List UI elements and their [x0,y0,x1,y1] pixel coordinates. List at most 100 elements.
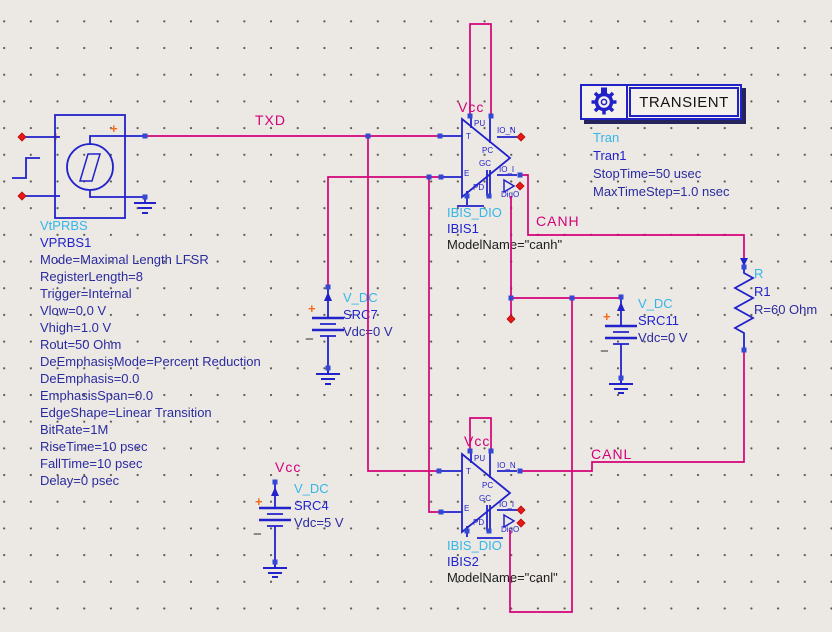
vprbs-param[interactable]: RegisterLength=8 [40,269,143,284]
component-src11-vdc[interactable] [605,297,637,394]
vprbs-param[interactable]: Vlow=0.0 V [40,303,107,318]
wire-canh-net[interactable] [520,174,745,267]
gear-icon [591,87,617,115]
ibis2-name[interactable]: IBIS2 [447,554,479,569]
transient-annotation[interactable]: Tran Tran1 StopTime=50 usec MaxTimeStep=… [593,129,729,201]
component-vprbs-source[interactable] [12,114,156,219]
src11-plus: + [603,309,611,324]
net-label-canh[interactable]: CANH [536,213,580,229]
vprbs-param[interactable]: Delay=0 psec [40,473,120,488]
vprbs-param[interactable]: RiseTime=10 psec [40,439,148,454]
vprbs-param[interactable]: Mode=Maximal Length LFSR [40,252,209,267]
ibis2-left-pins [439,470,462,513]
src4-annotation[interactable]: V_DC SRC4 Vdc=5 V [294,480,344,531]
ground-symbol [263,562,287,578]
src7-annotation[interactable]: V_DC SRC7 Vdc=0 V [343,289,393,340]
ibis2-pin-label-gc: GC [479,494,491,503]
ibis1-pin-label-pc: PC [482,146,494,155]
vprbs-param[interactable]: Rout=50 Ohm [40,337,122,352]
vprbs-annotation[interactable]: VtPRBS VPRBS1 Mode=Maximal Length LFSR R… [40,217,261,489]
transient-type[interactable]: Tran [593,130,620,145]
gear-key [601,87,607,95]
transient-controller-box[interactable]: TRANSIENT [580,84,742,120]
vprbs-body[interactable] [54,114,126,219]
r1-param[interactable]: R=60 Ohm [754,302,818,317]
src7-minus: − [305,331,314,348]
ground-symbol [134,202,156,214]
transient-param[interactable]: MaxTimeStep=1.0 nsec [593,184,730,199]
battery-short-plates [267,513,283,527]
wire-vcc-loop-ibis1[interactable] [469,23,492,115]
src11-param[interactable]: Vdc=0 V [638,330,688,345]
ibis1-pin-label-io-n: IO_N [497,126,516,135]
ibis1-pin-label-pu: PU [474,119,486,128]
plus-terminal-arrow [324,292,332,301]
ibis1-triangle[interactable] [461,117,512,199]
r1-annotation[interactable]: R R1 R=60 Ohm [754,265,817,319]
r1-name[interactable]: R1 [754,284,771,299]
ground-symbol [609,378,633,394]
wire-enable-net[interactable] [327,176,441,513]
ibis2-digo-triangle [503,513,516,529]
component-src4-vdc[interactable] [259,482,291,578]
vprbs-param[interactable]: Vhigh=1.0 V [40,320,112,335]
transient-param[interactable]: StopTime=50 usec [593,166,702,181]
vprbs-param[interactable]: EmphasisSpan=0.0 [40,388,154,403]
src4-name[interactable]: SRC4 [294,498,329,513]
ground-symbol [316,368,340,385]
wire-vcc-loop-ibis2[interactable] [469,417,492,450]
ibis1-name[interactable]: IBIS1 [447,221,479,236]
vprbs-param[interactable]: DeEmphasisMode=Percent Reduction [40,354,261,369]
vprbs-output-pin [89,135,145,145]
vprbs-param[interactable]: DeEmphasis=0.0 [40,371,140,386]
r1-type[interactable]: R [754,266,764,281]
component-src7-vdc[interactable] [312,287,344,385]
component-ibis2-buffer[interactable] [439,450,517,539]
ibis1-pin-label-t: T [466,132,471,141]
ibis1-annotation[interactable]: IBIS_DIO IBIS1 ModelName="canh" [447,205,562,253]
vprbs-type[interactable]: VtPRBS [40,218,88,233]
src4-plus: + [255,494,263,509]
vprbs-circle [66,143,114,191]
ibis2-pin-label-e: E [464,504,470,513]
battery-long-plates [259,506,291,522]
plus-terminal-arrow [617,302,625,311]
ibis2-annotation[interactable]: IBIS_DIO IBIS2 ModelName="canl" [447,538,558,586]
vprbs-param[interactable]: Trigger=Internal [40,286,132,301]
ibis2-triangle[interactable] [461,452,512,534]
src4-param[interactable]: Vdc=5 V [294,515,344,530]
wire-canl-net[interactable] [520,350,745,472]
vprbs-name[interactable]: VPRBS1 [40,235,92,250]
vprbs-ref-pin [89,190,146,203]
battery-short-plates [613,331,629,345]
vprbs-param[interactable]: BitRate=1M [40,422,109,437]
src11-name[interactable]: SRC11 [638,313,679,328]
src7-name[interactable]: SRC7 [343,307,378,322]
ibis2-io-pins [497,470,517,511]
src11-annotation[interactable]: V_DC SRC11 Vdc=0 V [638,295,688,346]
component-r1-resistor[interactable] [733,258,755,350]
src11-type[interactable]: V_DC [638,296,673,311]
component-ibis1-buffer[interactable] [440,115,517,207]
net-label-vcc-src4[interactable]: Vcc [275,459,302,475]
wire-txd-net[interactable] [145,135,440,472]
ibis1-type[interactable]: IBIS_DIO [447,205,502,220]
ibis2-pin-label-io-n: IO_N [497,461,516,470]
ibis2-type[interactable]: IBIS_DIO [447,538,502,553]
ibis2-pin-label-pc: PC [482,481,494,490]
src7-type[interactable]: V_DC [343,290,378,305]
transient-name[interactable]: Tran1 [593,148,627,163]
src4-type[interactable]: V_DC [294,481,329,496]
vprbs-param[interactable]: FallTime=10 psec [40,456,143,471]
vprbs-param[interactable]: EdgeShape=Linear Transition [40,405,212,420]
wire-clamp-ibis2[interactable] [509,298,573,613]
net-label-canl[interactable]: CANL [591,446,633,462]
ibis1-param[interactable]: ModelName="canh" [447,237,563,252]
resistor-zigzag[interactable] [733,267,755,350]
step-waveform-icon [12,157,40,179]
ibis2-param[interactable]: ModelName="canl" [447,570,558,585]
net-label-txd[interactable]: TXD [255,112,286,128]
ibis2-pin-label-io-i: IO_I [499,500,515,509]
pin-arrow [740,258,748,266]
